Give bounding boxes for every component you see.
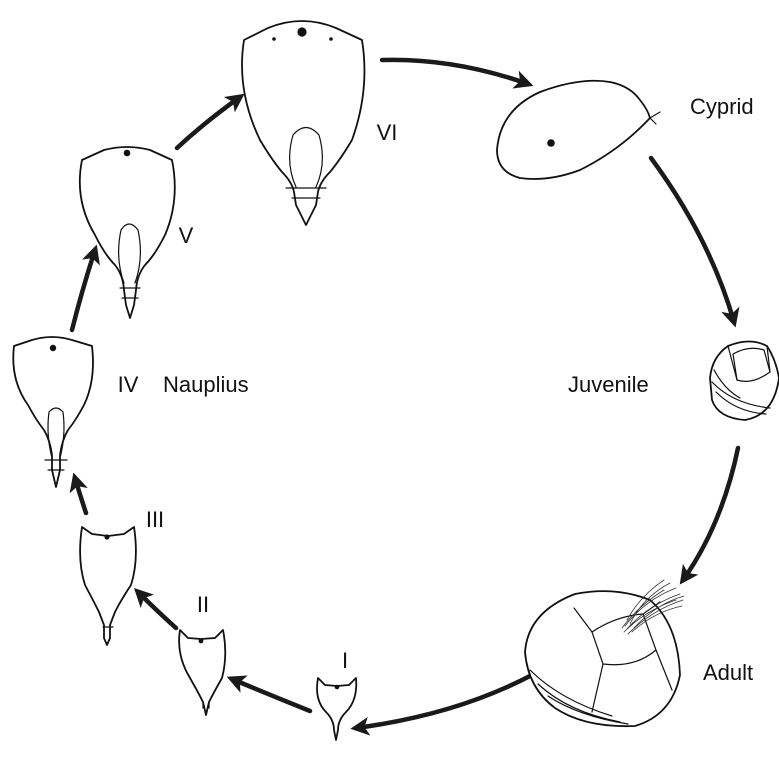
adult-barnacle	[525, 580, 684, 726]
phase-label-cyprid: Cyprid	[690, 94, 754, 119]
stage-label-II: II	[197, 592, 209, 617]
stage-label-VI: VI	[377, 120, 398, 145]
nauplius-stage-IV	[13, 337, 93, 487]
stage-label-I: I	[342, 648, 348, 673]
eye-spot	[547, 139, 555, 147]
arrow-II-to-III	[138, 592, 176, 628]
arrow-adult-to-I	[356, 676, 530, 728]
nauplius-stage-VI	[242, 21, 364, 225]
nauplius-stage-III	[80, 527, 136, 645]
stage-label-III: III	[146, 507, 164, 532]
nauplius-stage-V	[80, 147, 175, 318]
juvenile-barnacle	[710, 342, 779, 421]
phase-label-juvenile: Juvenile	[568, 372, 649, 397]
frontal-spot-left	[272, 37, 276, 41]
nauplius-stage-II	[179, 630, 225, 715]
eye-spot	[124, 150, 131, 157]
stage-label-V: V	[179, 223, 194, 248]
eye-spot	[335, 685, 340, 690]
arrow-VI-to-cyprid	[382, 60, 528, 84]
arrow-IV-to-V	[72, 250, 95, 330]
cyprid-larva	[497, 81, 660, 179]
arrow-cyprid-to-juvenile	[651, 158, 734, 322]
arrow-I-to-II	[232, 679, 310, 711]
stage-label-IV: IV	[118, 372, 139, 397]
arrow-V-to-VI	[177, 97, 240, 148]
eye-spot	[297, 27, 306, 36]
frontal-spot-right	[329, 37, 333, 41]
arrow-juvenile-to-adult	[683, 448, 738, 580]
eye-spot	[104, 534, 109, 539]
eye-spot	[199, 639, 204, 644]
eye-spot	[50, 345, 56, 351]
arrow-III-to-IV	[75, 478, 86, 513]
nauplius-stage-I	[317, 678, 356, 740]
phase-label-nauplius: Nauplius	[163, 372, 249, 397]
phase-label-adult: Adult	[703, 660, 753, 685]
